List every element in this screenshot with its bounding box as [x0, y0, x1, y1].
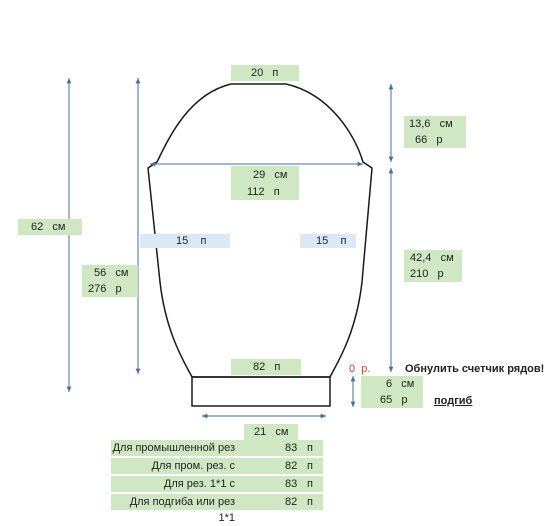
- bottom-stitches-label: 82 п: [253, 361, 281, 373]
- cuff-width-label: 6 см: [386, 378, 415, 390]
- body-box: [82, 265, 138, 297]
- lower-rows-label: 210 р: [410, 268, 444, 280]
- table-row-label: Для подгиба или рез 1*1: [129, 496, 235, 524]
- sleeve-outline: [147, 83, 373, 378]
- table-row: Для промышленной рез 83 п: [111, 440, 323, 456]
- table-row-unit: п: [307, 460, 313, 472]
- bottom-box: [231, 359, 301, 375]
- table-row-value: 83: [285, 442, 298, 454]
- chest-stitches-label: 112 п: [247, 186, 280, 198]
- lower-width-label: 42,4 см: [410, 252, 454, 264]
- side-right-box: [300, 234, 356, 248]
- cap-box: [404, 116, 466, 148]
- table-row-value: 82: [285, 460, 298, 472]
- table-row-value: 83: [285, 478, 298, 490]
- cuff-rows-label: 65 р: [380, 394, 408, 406]
- cuff-box: [361, 376, 423, 408]
- width-box: [244, 424, 298, 440]
- counter-note: Обнулить счетчик рядов!: [405, 363, 545, 375]
- top-stitches-value: 20 п: [251, 67, 279, 79]
- width-label: 21 см: [254, 426, 289, 438]
- top-stitches-label: [231, 65, 299, 81]
- side-left-label: 15 п: [176, 235, 207, 247]
- cap-width-label: 13,6 см: [409, 118, 453, 130]
- counter-label: 0 р.: [349, 363, 371, 375]
- side-left-box: [140, 234, 230, 248]
- side-right-label: 15 п: [316, 235, 347, 247]
- cuff-outline: [191, 376, 331, 407]
- cuff-note: подгиб: [434, 395, 473, 407]
- table-row-unit: п: [307, 478, 313, 490]
- cap-rows-label: 66 р: [415, 134, 443, 146]
- table-row: Для рез. 1*1 с разрезами 83 п: [111, 476, 323, 506]
- table-row: Для пром. рез. с разрезами 82 п: [111, 458, 323, 488]
- chest-box: [231, 166, 299, 200]
- table-row: Для подгиба или рез 1*1 82 п: [111, 494, 323, 524]
- body-width-label: 56 см: [94, 267, 129, 279]
- table-row-label: Для промышленной рез: [112, 442, 235, 454]
- total-length-label: 62 см: [31, 221, 66, 233]
- total-length-box: [18, 219, 82, 235]
- table-row-unit: п: [307, 496, 313, 508]
- table-row-value: 82: [285, 496, 298, 508]
- lower-box: [404, 250, 462, 282]
- body-rows-label: 276 р: [88, 283, 122, 295]
- table-row-unit: п: [307, 442, 313, 454]
- chest-width-label: 29 см: [253, 169, 288, 181]
